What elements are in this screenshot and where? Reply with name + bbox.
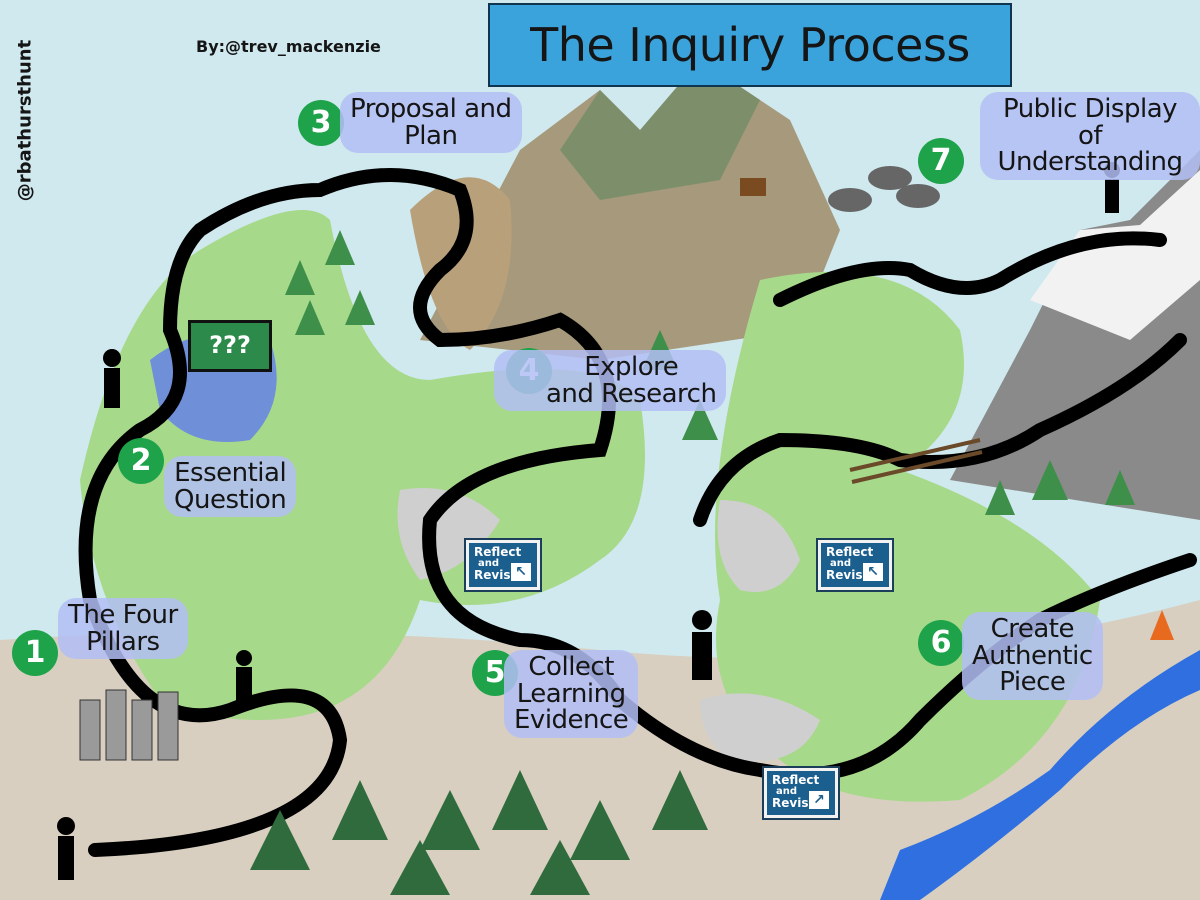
step-3-badge: 3 bbox=[298, 100, 344, 146]
step-2-label: Essential Question bbox=[164, 456, 297, 518]
sign-line: Revise bbox=[826, 568, 871, 583]
arrow-icon: ↖ bbox=[511, 563, 531, 581]
step-1-label: The Four Pillars bbox=[58, 598, 188, 660]
step-6-line: Create bbox=[990, 614, 1075, 644]
cabin-icon bbox=[740, 178, 766, 196]
byline: By:@trev_mackenzie bbox=[196, 37, 381, 56]
step-6-line: Authentic bbox=[972, 640, 1093, 671]
artist-handle: @rbathursthunt bbox=[14, 39, 36, 202]
hiker-figures bbox=[57, 162, 1120, 880]
rock-pocket-1 bbox=[397, 488, 500, 580]
sign-line: and bbox=[478, 557, 500, 569]
proposal-plateau bbox=[410, 177, 512, 350]
reflect-revise-sign: Reflect and Revise ↗ bbox=[762, 766, 840, 820]
mountain-peak bbox=[560, 60, 760, 200]
question-board: ??? bbox=[188, 320, 272, 372]
sign-line: Reflect bbox=[772, 773, 820, 787]
step-7-badge: 7 bbox=[918, 138, 964, 184]
sign-line: and bbox=[776, 785, 798, 797]
step-1-line: Pillars bbox=[86, 626, 160, 657]
reflect-revise-sign: Reflect and Revise ↖ bbox=[464, 538, 542, 592]
sign-line: Revise bbox=[474, 568, 519, 583]
title-banner: The Inquiry Process bbox=[488, 3, 1012, 87]
rock-pocket-3 bbox=[700, 693, 820, 762]
four-pillars-icon bbox=[79, 689, 179, 761]
step-7-line: of Understanding bbox=[997, 120, 1183, 178]
step-4-label: Explore and Research bbox=[494, 350, 727, 412]
sign-line: and bbox=[830, 557, 852, 569]
reflect-revise-sign: Reflect and Revise ↖ bbox=[816, 538, 894, 592]
summit-path bbox=[773, 231, 1167, 307]
river bbox=[880, 650, 1200, 900]
step-5-line: Evidence bbox=[514, 705, 629, 736]
step-7-label: Public Display of Understanding bbox=[980, 92, 1200, 180]
step-3-label: Proposal and Plan bbox=[340, 92, 522, 154]
step-4-line: and Research bbox=[546, 378, 717, 409]
ladder-bridge bbox=[849, 438, 983, 484]
step-7-line: Public Display bbox=[1002, 94, 1178, 124]
arrow-icon: ↖ bbox=[863, 563, 883, 581]
arrow-icon: ↗ bbox=[809, 791, 829, 809]
step-4-line: Explore bbox=[584, 352, 679, 382]
step-2-badge: 2 bbox=[118, 438, 164, 484]
rain-cloud-icon bbox=[828, 166, 940, 212]
sign-line: Revise bbox=[772, 796, 817, 811]
campfire-icon bbox=[1150, 610, 1174, 640]
forest-bottom bbox=[250, 770, 708, 895]
step-1-badge: 1 bbox=[12, 630, 58, 676]
step-3-line: Plan bbox=[404, 120, 458, 151]
sign-line: Reflect bbox=[474, 545, 522, 559]
snow-cap bbox=[1030, 170, 1200, 340]
step-6-line: Piece bbox=[999, 667, 1066, 698]
step-2-line: Essential bbox=[174, 458, 287, 488]
step-2-line: Question bbox=[174, 484, 287, 515]
step-6-badge: 6 bbox=[918, 620, 964, 666]
step-5-line: Collect bbox=[528, 652, 614, 682]
step-5-label: Collect Learning Evidence bbox=[504, 650, 639, 738]
sign-line: Reflect bbox=[826, 545, 874, 559]
step-6-label: Create Authentic Piece bbox=[962, 612, 1103, 700]
rock-pocket-2 bbox=[717, 500, 800, 592]
step-1-line: The Four bbox=[68, 600, 178, 630]
step-3-line: Proposal and bbox=[350, 94, 512, 124]
step-5-line: Learning bbox=[516, 678, 626, 709]
